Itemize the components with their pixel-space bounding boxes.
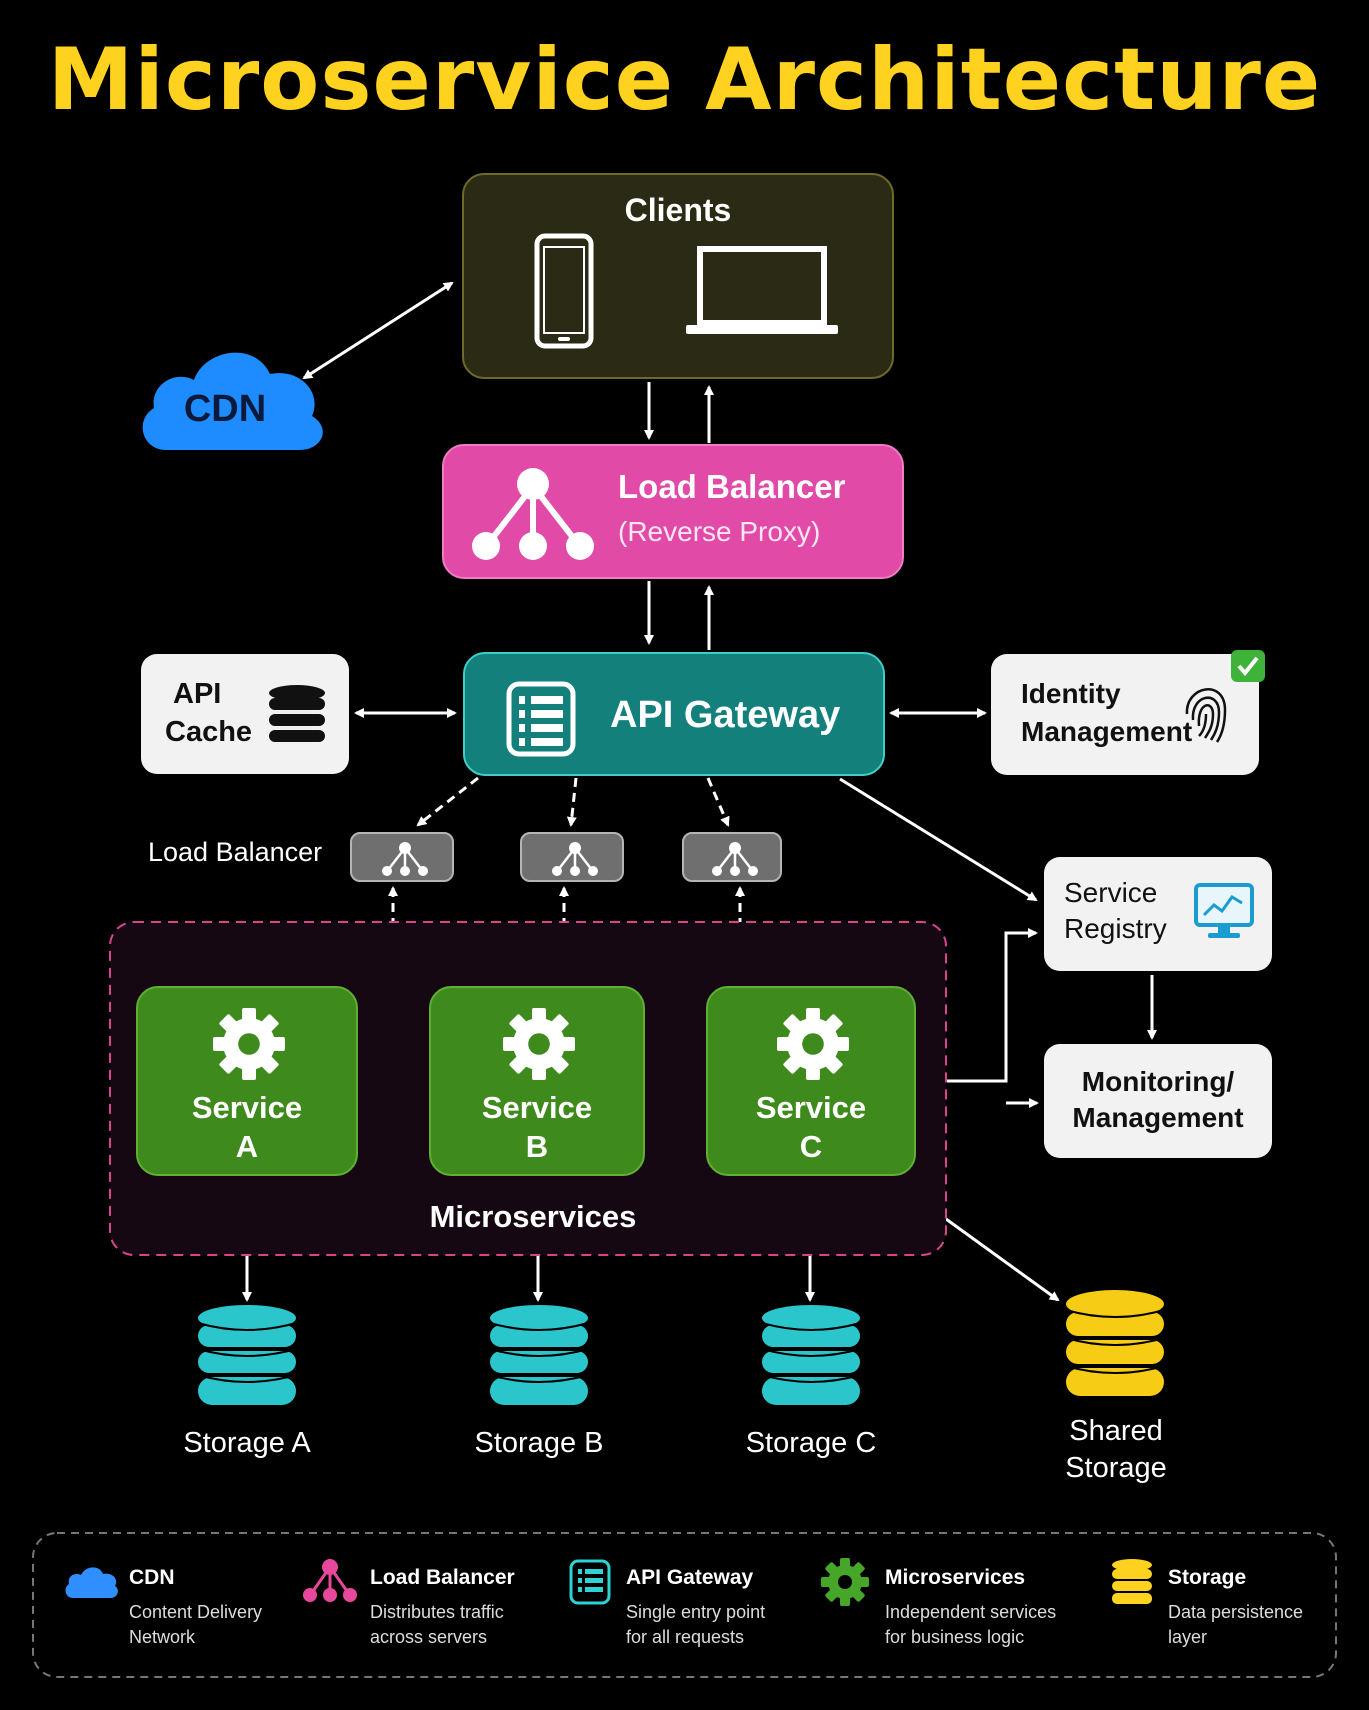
api-cache-box[interactable]: API Cache [141,654,349,774]
storage-b-label: Storage B [474,1427,604,1459]
group-shared-arrow [945,1217,1060,1302]
storage-c-database-icon[interactable] [760,1303,862,1414]
gear-icon [213,1008,285,1085]
legend-desc-4: Independent services for business logic [885,1600,1056,1650]
legend-desc-line1: Independent services [885,1602,1057,1622]
identity-management-box[interactable]: Identity Management [991,654,1259,775]
cache-label-line2: Cache [165,716,253,748]
legend-cloud-icon [63,1564,119,1605]
laptop-icon [686,246,838,334]
gateway-label: API Gateway [610,694,841,736]
network-icon [472,468,594,560]
cdn-cloud-icon[interactable] [136,338,328,452]
legend-desc-line2: Network [129,1627,196,1647]
monitoring-box[interactable]: Monitoring/ Management [1044,1044,1272,1158]
gateway-lb3-dash [706,777,730,827]
server-icon [506,681,576,757]
shared-storage-label-line2: Storage [1065,1452,1167,1484]
legend-desc-line2: layer [1168,1627,1208,1647]
legend-title-4: Microservices [885,1566,1026,1589]
gateway-lb1-dash [416,776,479,827]
legend-title-1: CDN [129,1566,175,1589]
small-load-balancer-2[interactable] [520,832,624,882]
lb-title: Load Balancer [618,468,846,505]
legend-desc-line2: across servers [370,1627,488,1647]
cdn-clients-arrow [302,281,454,380]
clients-box[interactable]: Clients [462,173,894,379]
legend-title-2: Load Balancer [370,1566,515,1589]
cdn-label: CDN [183,388,267,430]
service-b-label-line1: Service [481,1090,593,1125]
clients-label: Clients [624,192,732,228]
legend-desc-2: Distributes traffic across servers [370,1600,504,1650]
small-lb-label: Load Balancer [148,837,323,867]
services-registry-arrow [947,928,1038,1083]
legend-desc-line1: Data persistence [1168,1602,1304,1622]
monitor-label-line1: Monitoring/ [1081,1066,1235,1097]
shared-storage-icon[interactable] [1064,1288,1166,1400]
storage-a-label: Storage A [183,1427,311,1459]
phone-icon [534,233,594,349]
storage-c-label: Storage C [745,1427,877,1459]
cache-label-line1: API [173,678,222,710]
api-gateway-box[interactable]: API Gateway [463,652,885,776]
service-c-label-line1: Service [755,1090,867,1125]
legend-desc-5: Data persistence layer [1168,1600,1303,1650]
legend-database-icon [1110,1558,1154,1611]
storage-a-database-icon[interactable] [196,1303,298,1414]
microservices-group-label: Microservices [429,1199,637,1234]
gateway-lb2-dash [566,777,578,827]
fingerprint-icon [1185,688,1227,743]
legend-desc-line2: for business logic [885,1627,1025,1647]
registry-label-line1: Service [1064,877,1158,908]
legend-gear-icon [821,1558,869,1611]
legend-desc-line1: Single entry point [626,1602,766,1622]
gear-icon [777,1008,849,1085]
load-balancer-box[interactable]: Load Balancer (Reverse Proxy) [442,444,904,579]
legend-desc-line1: Content Delivery [129,1602,263,1622]
legend-title-5: Storage [1168,1566,1247,1589]
page-title: Microservice Architecture [47,30,1322,130]
legend-desc-line2: for all requests [626,1627,745,1647]
legend-network-icon [302,1558,358,1609]
network-icon [712,842,758,876]
network-icon [552,842,598,876]
small-load-balancer-3[interactable] [682,832,782,882]
small-load-balancer-1[interactable] [350,832,454,882]
check-badge-icon [1231,650,1265,682]
service-c-label-line2: C [799,1129,823,1164]
service-registry-box[interactable]: Service Registry [1044,857,1272,971]
database-icon [269,685,325,742]
legend-server-icon [568,1558,612,1611]
service-a-label-line1: Service [191,1090,303,1125]
gear-icon [503,1008,575,1085]
storage-b-database-icon[interactable] [488,1303,590,1414]
monitor-chart-icon [1194,883,1254,938]
registry-label-line2: Registry [1064,913,1167,944]
service-a-label-line2: A [235,1129,259,1164]
shared-storage-label-line1: Shared [1069,1415,1163,1447]
identity-label-line1: Identity [1021,678,1121,709]
legend-desc-3: Single entry point for all requests [626,1600,765,1650]
legend-title-3: API Gateway [626,1566,754,1589]
gateway-registry-arrow [839,777,1038,902]
service-b-label-line2: B [525,1129,549,1164]
network-icon [382,842,428,876]
legend-desc-line1: Distributes traffic [370,1602,504,1622]
lb-subtitle: (Reverse Proxy) [618,516,821,547]
identity-label-line2: Management [1021,716,1193,747]
monitor-label-line2: Management [1072,1102,1244,1133]
